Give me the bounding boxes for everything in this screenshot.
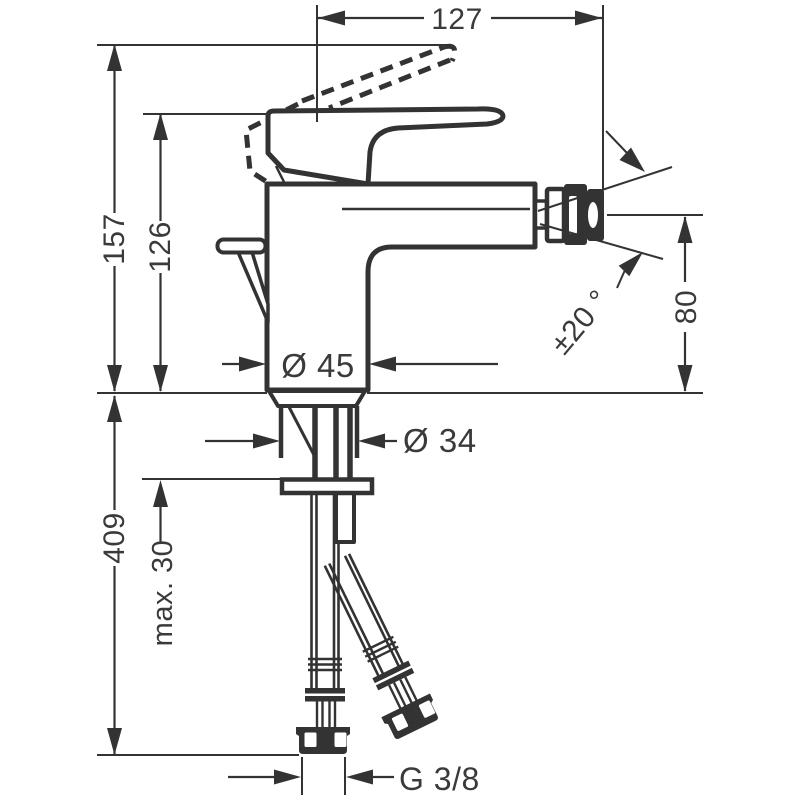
dim-spout-reach-label: 127	[431, 3, 483, 36]
swivel-angle-annotation: ±20 °	[537, 130, 673, 361]
extension-lines	[97, 5, 703, 795]
dim-body-diameter: Ø 45	[222, 347, 498, 384]
aerator-outlet-hole	[588, 202, 598, 228]
dim-aerator-height: 80	[670, 216, 703, 392]
swivel-angle-label: ±20 °	[544, 284, 616, 361]
dim-supply-connection: G 3/8	[228, 761, 480, 797]
faucet-body-spout	[264, 181, 538, 393]
dim-handle-height-label: 126	[144, 221, 177, 273]
mounting-shank	[267, 389, 375, 544]
dim-max-deck-thickness-label: max. 30	[147, 540, 179, 647]
base-flange	[267, 389, 367, 408]
popup-rod-knob	[215, 237, 270, 324]
handle-lever	[265, 106, 506, 187]
mounting-stud-tube	[334, 491, 356, 544]
dim-shank-diameter: Ø 34	[205, 422, 477, 459]
aerator	[533, 184, 604, 245]
dim-aerator-height-label: 80	[670, 290, 703, 324]
handle-pivot-line	[274, 165, 287, 185]
dim-shank-diameter-label: Ø 34	[403, 422, 477, 459]
dim-below-deck-length: 409	[98, 395, 131, 755]
dim-overall-height: 157	[98, 44, 131, 392]
dim-handle-height: 126	[144, 113, 177, 392]
dim-supply-connection-label: G 3/8	[399, 761, 480, 797]
dim-overall-height-label: 157	[98, 213, 131, 265]
dim-max-deck-thickness: max. 30	[147, 480, 179, 646]
mounting-washer-plate	[279, 477, 375, 496]
dim-spout-reach: 127	[318, 3, 602, 36]
dim-body-diameter-label: Ø 45	[281, 347, 355, 384]
dim-below-deck-length-label: 409	[98, 512, 131, 564]
